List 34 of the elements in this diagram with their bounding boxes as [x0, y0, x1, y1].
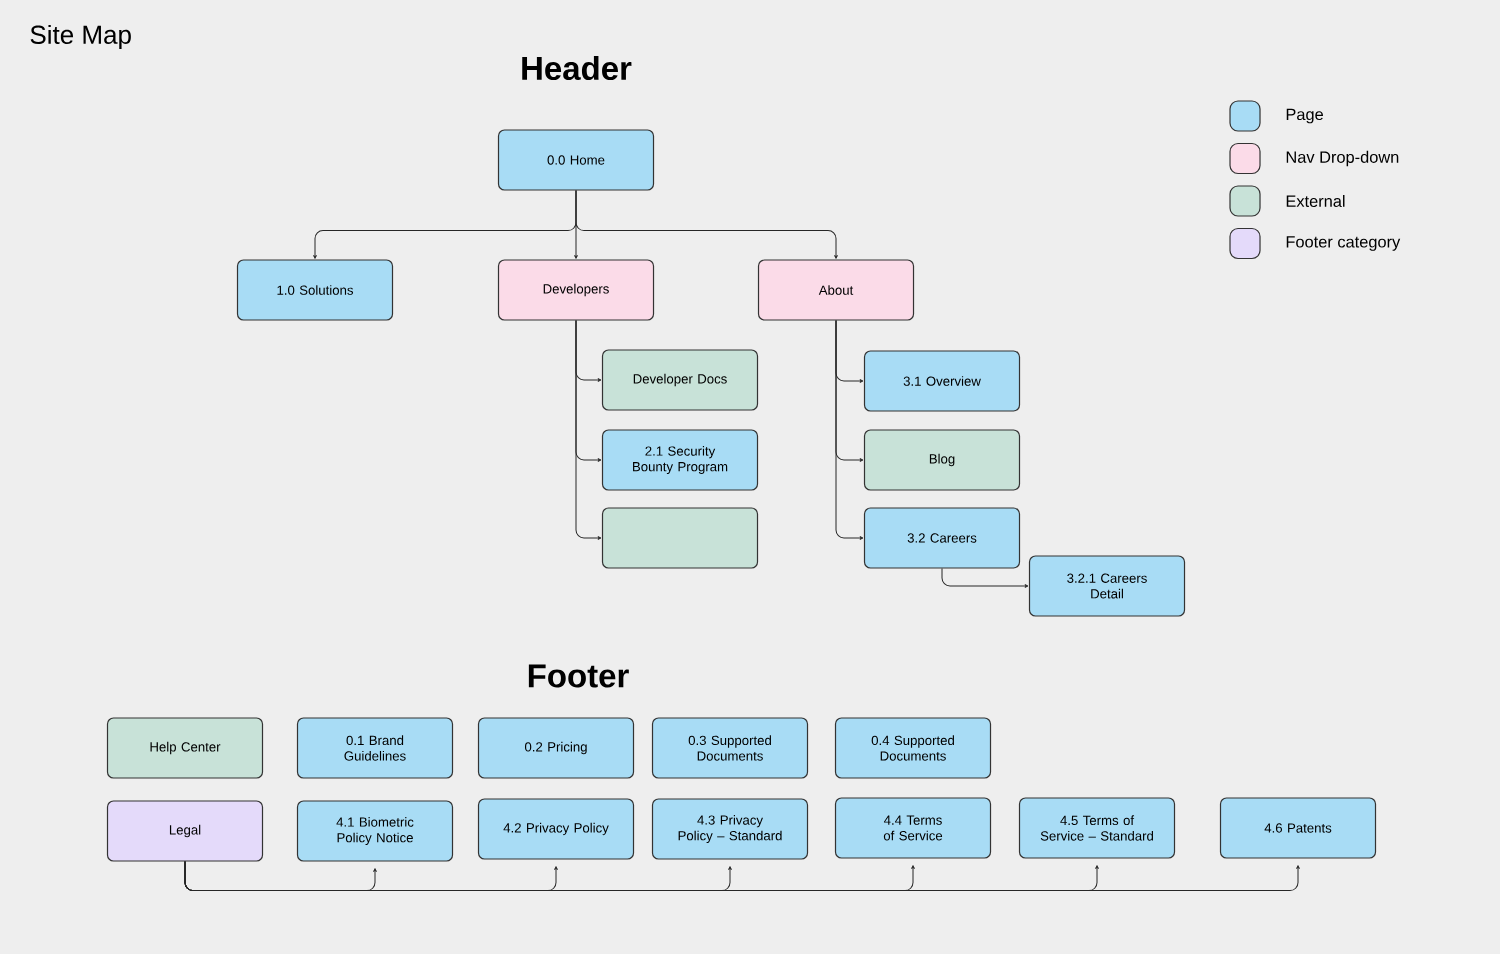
page-box: 4.2 Privacy Policy — [477, 798, 635, 860]
section-heading: Header — [522, 55, 632, 81]
page-box: 0.3 Supported Documents — [651, 717, 809, 779]
diagram-title: Site Map — [30, 24, 131, 50]
legend-label: Page — [1286, 108, 1323, 124]
page-box: 0.0 Home — [497, 129, 655, 191]
page-box: 4.1 Biometric Policy Notice — [296, 800, 454, 862]
section-heading: Footer — [528, 664, 629, 688]
arrow — [575, 190, 838, 259]
page-box: 2.1 Security Bounty Program — [601, 429, 759, 491]
legend-label: Footer category — [1286, 236, 1401, 251]
page-box: Developers — [497, 259, 655, 321]
arrow — [184, 861, 1300, 892]
page-box: About — [757, 259, 915, 321]
empty-box — [601, 507, 759, 569]
page-box: 4.6 Patents — [1219, 797, 1377, 859]
page-box: 4.4 Terms of Service — [834, 797, 992, 859]
page-box: 3.2 Careers — [863, 507, 1021, 569]
legend-label: External — [1286, 195, 1345, 207]
legend-label: Nav Drop-down — [1286, 150, 1399, 167]
page-box: 4.3 Privacy Policy – Standard — [651, 798, 809, 860]
page-box: 0.4 Supported Documents — [834, 717, 992, 779]
page-box: 3.2.1 Careers Detail — [1028, 555, 1186, 617]
page-box: 1.0 Solutions — [236, 259, 394, 321]
page-box: Developer Docs — [601, 349, 759, 411]
arrow — [835, 320, 864, 540]
page-box: Help Center — [106, 717, 264, 779]
arrow — [575, 320, 602, 540]
page-box: 0.1 Brand Guidelines — [296, 717, 454, 779]
page-box: 0.2 Pricing — [477, 717, 635, 779]
page-box: 4.5 Terms of Service – Standard — [1018, 797, 1176, 859]
page-box: Blog — [863, 429, 1021, 491]
page-box: 3.1 Overview — [863, 350, 1021, 412]
page-box: Legal — [106, 800, 264, 862]
